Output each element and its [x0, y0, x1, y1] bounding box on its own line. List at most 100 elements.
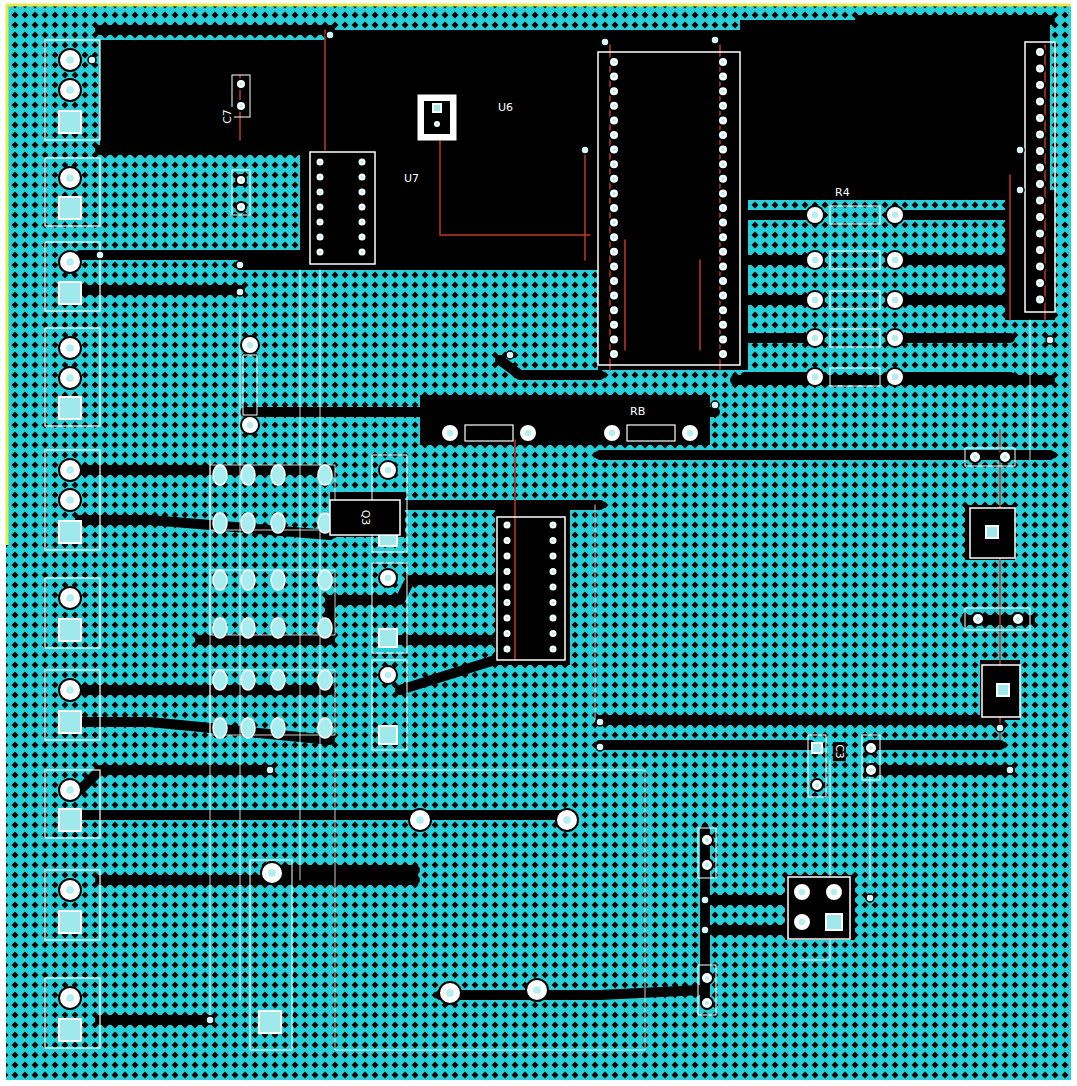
pad-hole — [612, 75, 616, 79]
pad-hole — [1038, 100, 1042, 104]
copper-track — [745, 255, 815, 265]
round-pad — [316, 203, 325, 212]
pad-hole — [687, 430, 693, 436]
part-label: Q3 — [359, 508, 372, 528]
copper-track — [895, 295, 1010, 305]
round-pad — [718, 320, 728, 330]
copper-track — [330, 20, 1050, 35]
copper-track — [745, 333, 815, 343]
pad-hole — [505, 523, 508, 526]
resistor-outline — [243, 355, 257, 415]
via — [1046, 336, 1054, 344]
round-pad — [718, 72, 728, 82]
pad-hole — [66, 86, 74, 94]
round-pad — [59, 587, 81, 609]
via — [701, 926, 709, 934]
round-pad — [316, 218, 325, 227]
pad-hole — [318, 160, 321, 163]
relay-pad — [271, 718, 285, 738]
relay-pad — [318, 718, 332, 738]
round-pad — [609, 334, 619, 344]
bottom-trace — [624, 240, 626, 350]
round-pad — [1035, 130, 1045, 140]
component-outline — [250, 860, 292, 1050]
pad-hole — [360, 250, 363, 253]
round-pad — [701, 834, 713, 846]
square-pad — [59, 809, 81, 831]
round-pad — [718, 276, 728, 286]
square-pad — [59, 397, 81, 419]
pad-hole — [612, 308, 616, 312]
square-pad — [259, 1011, 281, 1033]
bottom-trace — [584, 150, 586, 260]
relay-pad — [318, 570, 332, 590]
pad-hole — [1038, 149, 1042, 153]
pad-hole — [360, 160, 363, 163]
pad-hole — [799, 919, 805, 925]
relay-pad — [318, 465, 332, 485]
pad-hole — [505, 554, 508, 557]
pad-hole — [612, 104, 616, 108]
round-pad — [718, 115, 728, 125]
part-label: RB — [628, 405, 647, 418]
clearance-area — [740, 20, 1050, 200]
round-pad — [609, 247, 619, 257]
round-pad — [59, 79, 81, 101]
copper-track — [870, 765, 1010, 775]
pad-hole — [247, 422, 253, 428]
pad-hole — [66, 496, 74, 504]
pad-hole — [1038, 166, 1042, 170]
copper-track — [80, 465, 330, 475]
clearance-area — [410, 90, 460, 145]
copper-track — [80, 810, 570, 820]
round-pad — [793, 913, 811, 931]
copper-track — [330, 580, 495, 600]
copper-track — [600, 450, 1050, 460]
pad-hole — [1038, 199, 1042, 203]
pad-hole — [869, 768, 873, 772]
relay-pad — [241, 513, 255, 533]
round-pad — [236, 79, 246, 89]
pad-hole — [721, 162, 725, 166]
round-pad — [609, 130, 619, 140]
relay-pad — [213, 618, 227, 638]
copper-track — [745, 372, 815, 382]
silkscreen-line — [300, 270, 301, 880]
pad-hole — [721, 323, 725, 327]
regulator-outline — [418, 95, 456, 140]
round-pad — [1035, 245, 1045, 255]
copper-track — [745, 210, 815, 220]
round-pad — [886, 291, 904, 309]
round-pad — [1035, 64, 1045, 74]
round-pad — [609, 57, 619, 67]
pad-hole — [721, 177, 725, 181]
pad-hole — [612, 338, 616, 342]
round-pad — [549, 567, 558, 576]
round-pad — [609, 159, 619, 169]
round-pad — [433, 120, 441, 128]
silkscreen-line — [830, 760, 831, 880]
clearance-area — [100, 40, 600, 150]
square-pad — [433, 104, 441, 112]
pad-hole — [66, 344, 74, 352]
pad-hole — [705, 838, 709, 842]
round-pad — [59, 779, 81, 801]
round-pad — [718, 203, 728, 213]
pad-hole — [505, 585, 508, 588]
pad-hole — [892, 374, 898, 380]
pad-hole — [1038, 182, 1042, 186]
board-outline — [6, 4, 1071, 7]
square-pad — [59, 111, 81, 133]
round-pad — [316, 188, 325, 197]
round-pad — [609, 291, 619, 301]
via — [711, 36, 719, 44]
round-pad — [806, 251, 824, 269]
round-pad — [806, 206, 824, 224]
copper-track — [240, 260, 300, 270]
round-pad — [409, 809, 431, 831]
resistor-outline — [830, 368, 880, 386]
pad-hole — [721, 192, 725, 196]
relay-pad — [241, 718, 255, 738]
relay-pad — [241, 670, 255, 690]
